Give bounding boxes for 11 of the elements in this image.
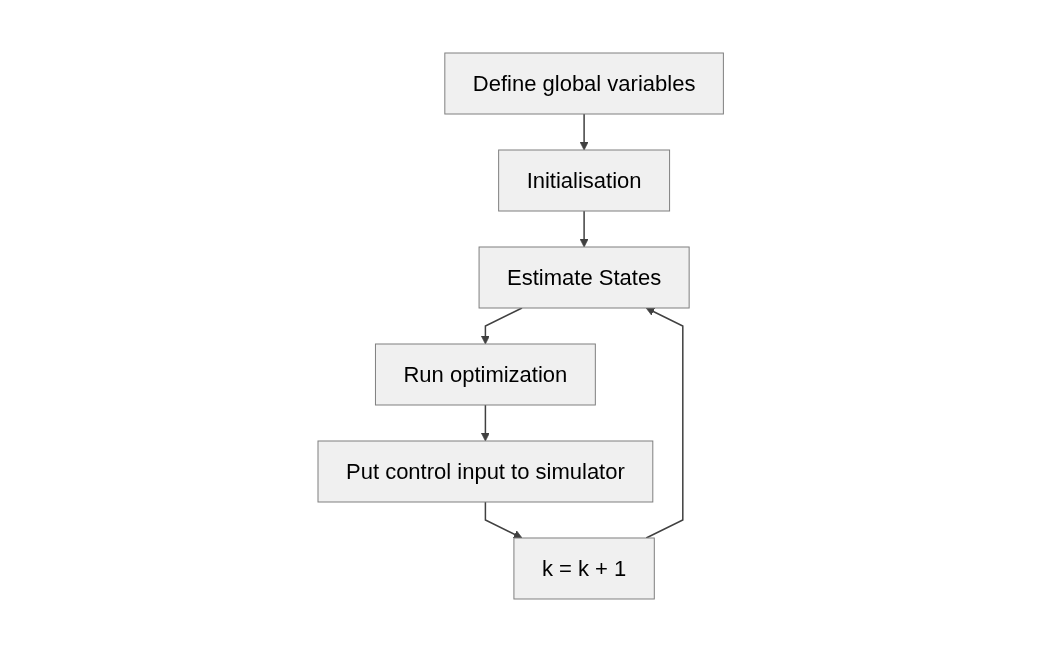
arrow <box>580 113 589 151</box>
node-box: Define global variables <box>444 52 725 115</box>
node-box: k = k + 1 <box>513 537 656 600</box>
arrow <box>645 307 684 539</box>
node-box: Run optimization <box>375 343 597 406</box>
arrow <box>481 404 491 442</box>
arrow <box>484 501 523 539</box>
node-box: Put control input to simulator <box>317 440 654 503</box>
node-box: Initialisation <box>498 149 671 212</box>
node-box: Estimate States <box>478 246 690 309</box>
arrow <box>580 210 589 248</box>
